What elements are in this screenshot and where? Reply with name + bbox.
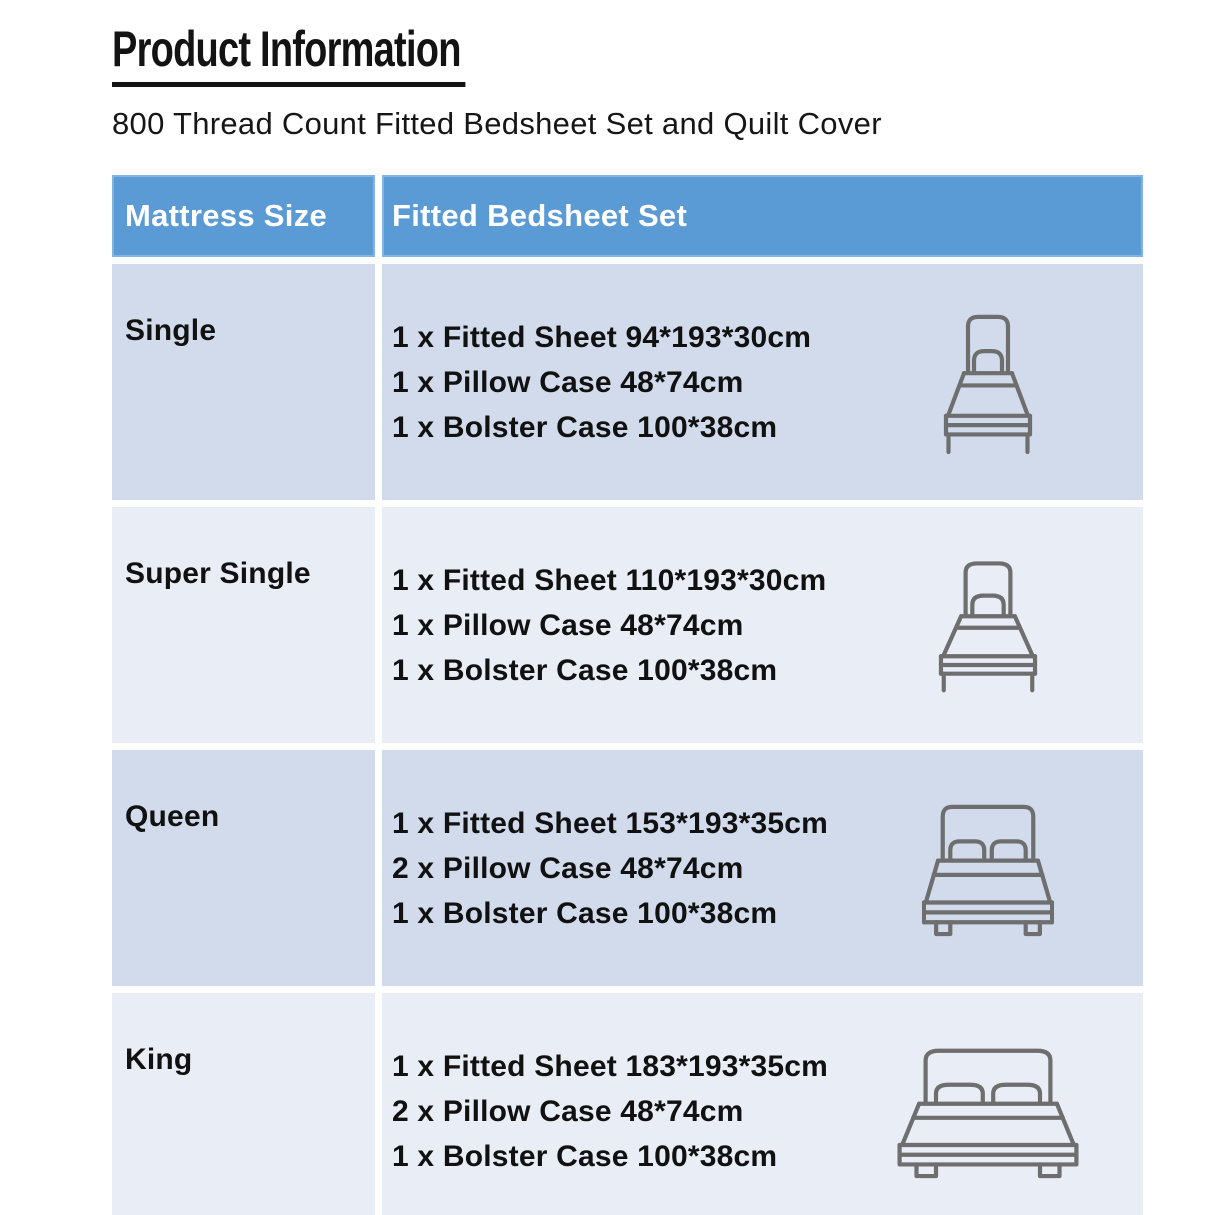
- table-row: King 1 x Fitted Sheet 183*193*35cm 2 x P…: [112, 993, 1143, 1215]
- item-list: 1 x Fitted Sheet 94*193*30cm 1 x Pillow …: [392, 315, 893, 450]
- page-title: Product Information: [112, 20, 466, 87]
- item-line-1: 1 x Fitted Sheet 153*193*35cm: [392, 806, 829, 840]
- item-list: 1 x Fitted Sheet 153*193*35cm 2 x Pillow…: [392, 801, 893, 936]
- item-line-1: 1 x Fitted Sheet 183*193*35cm: [392, 1049, 829, 1083]
- item-line-1: 1 x Fitted Sheet 94*193*30cm: [392, 320, 812, 354]
- item-line-3: 1 x Bolster Case 100*38cm: [392, 653, 778, 687]
- mattress-size-label: King: [125, 1043, 193, 1076]
- item-list: 1 x Fitted Sheet 110*193*30cm 1 x Pillow…: [392, 558, 893, 693]
- header-fitted-bedsheet-set: Fitted Bedsheet Set: [382, 175, 1143, 257]
- item-line-2: 2 x Pillow Case 48*74cm: [392, 1094, 744, 1128]
- table-row: Single 1 x Fitted Sheet 94*193*30cm 1 x …: [112, 264, 1143, 500]
- single-bed-icon: [938, 310, 1038, 455]
- single-bed-icon: [932, 557, 1044, 693]
- item-line-2: 1 x Pillow Case 48*74cm: [392, 365, 744, 399]
- item-line-3: 1 x Bolster Case 100*38cm: [392, 410, 778, 444]
- page-subtitle: 800 Thread Count Fitted Bedsheet Set and…: [112, 106, 882, 141]
- bedsheet-set-cell: 1 x Fitted Sheet 153*193*35cm 2 x Pillow…: [382, 750, 1143, 986]
- mattress-size-label: Super Single: [125, 557, 311, 590]
- item-line-1: 1 x Fitted Sheet 110*193*30cm: [392, 563, 827, 597]
- bed-icon-box: [893, 310, 1083, 455]
- item-list: 1 x Fitted Sheet 183*193*35cm 2 x Pillow…: [392, 1044, 893, 1179]
- item-line-2: 1 x Pillow Case 48*74cm: [392, 608, 744, 642]
- mattress-size-cell: Queen: [112, 750, 375, 986]
- table-header-row: Mattress Size Fitted Bedsheet Set: [112, 175, 1143, 257]
- table-row: Super Single 1 x Fitted Sheet 110*193*30…: [112, 507, 1143, 743]
- title-wrap: Product Information: [112, 20, 1215, 87]
- item-line-3: 1 x Bolster Case 100*38cm: [392, 896, 778, 930]
- product-information-page: Product Information 800 Thread Count Fit…: [0, 20, 1215, 1215]
- mattress-size-label: Single: [125, 314, 217, 347]
- bed-icon-box: [893, 557, 1083, 693]
- mattress-size-label: Queen: [125, 800, 220, 833]
- bed-icon-box: [893, 799, 1083, 937]
- bedsheet-set-cell: 1 x Fitted Sheet 110*193*30cm 1 x Pillow…: [382, 507, 1143, 743]
- table-row: Queen 1 x Fitted Sheet 153*193*35cm 2 x …: [112, 750, 1143, 986]
- item-line-3: 1 x Bolster Case 100*38cm: [392, 1139, 778, 1173]
- mattress-size-cell: Single: [112, 264, 375, 500]
- bedsheet-set-cell: 1 x Fitted Sheet 183*193*35cm 2 x Pillow…: [382, 993, 1143, 1215]
- bed-icon-box: [893, 1043, 1083, 1179]
- mattress-size-cell: King: [112, 993, 375, 1215]
- bedsheet-set-cell: 1 x Fitted Sheet 94*193*30cm 1 x Pillow …: [382, 264, 1143, 500]
- header-mattress-size: Mattress Size: [112, 175, 375, 257]
- double-bed-icon: [922, 799, 1054, 937]
- double-bed-icon: [897, 1043, 1079, 1179]
- product-table: Mattress Size Fitted Bedsheet Set Single…: [112, 175, 1143, 1215]
- mattress-size-cell: Super Single: [112, 507, 375, 743]
- item-line-2: 2 x Pillow Case 48*74cm: [392, 851, 744, 885]
